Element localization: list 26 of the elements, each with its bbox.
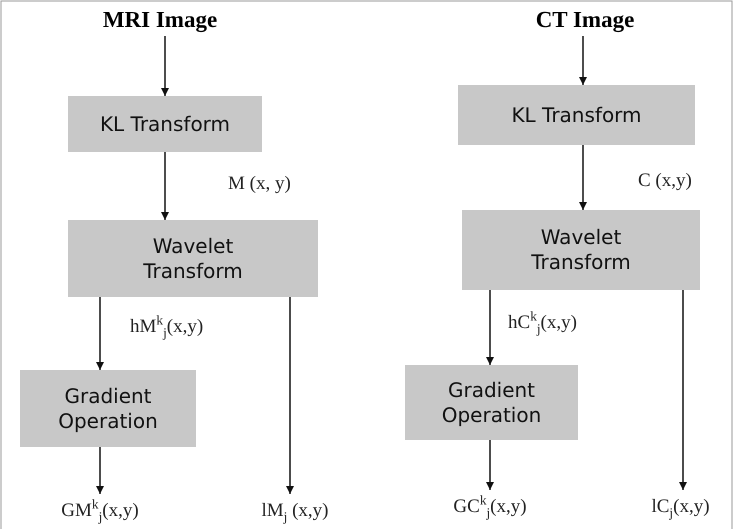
edge-label: hC$^{k}$$_{j}$(x,y) <box>506 312 579 334</box>
image-title: MRI Image <box>80 4 240 36</box>
edge-label: M (x, y) <box>226 173 293 195</box>
process-box: Wavelet Transform <box>68 220 318 297</box>
arrow <box>579 36 587 85</box>
output-label: lM$_{j}$ (x,y) <box>235 494 355 528</box>
arrow <box>96 297 104 370</box>
output-label: lC$_{j}$(x,y) <box>628 490 733 524</box>
output-label: GC$^{k}$$_{j}$(x,y) <box>430 490 550 524</box>
arrow <box>679 290 687 490</box>
arrow <box>486 290 494 365</box>
arrow <box>96 447 104 494</box>
process-box: Gradient Operation <box>405 365 578 440</box>
arrow <box>161 36 169 96</box>
output-label: GM$^{k}$$_{j}$(x,y) <box>45 494 155 528</box>
arrow <box>579 145 587 210</box>
process-box: Wavelet Transform <box>462 210 700 290</box>
image-title: CT Image <box>510 4 660 36</box>
process-box: Gradient Operation <box>20 370 196 447</box>
edge-label: C (x,y) <box>636 170 694 192</box>
arrow <box>286 297 294 494</box>
process-box: KL Transform <box>68 96 262 152</box>
process-box: KL Transform <box>458 85 695 145</box>
arrow <box>161 152 169 220</box>
arrow <box>486 440 494 490</box>
edge-label: hM$^{k}$$_{j}$(x,y) <box>128 316 206 338</box>
